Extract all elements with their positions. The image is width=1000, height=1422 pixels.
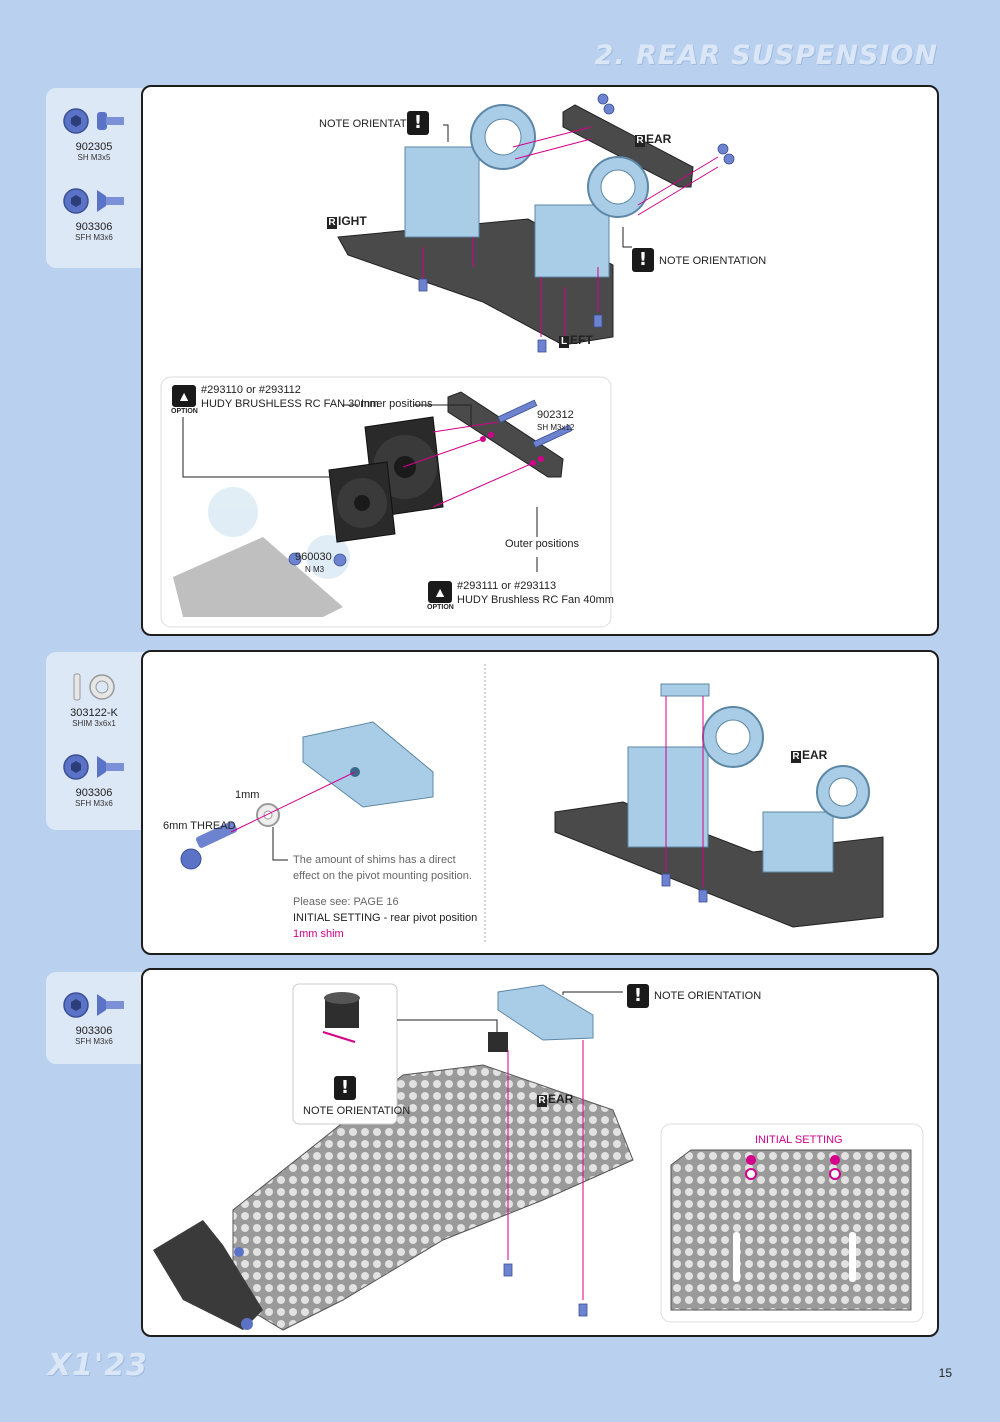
product-logo: X1'23 xyxy=(48,1348,148,1383)
section-title: 2. REAR SUSPENSION xyxy=(594,40,938,71)
flat-head-screw-top-icon xyxy=(63,754,89,780)
part-code: 903306 xyxy=(75,1025,113,1037)
bushing-callout xyxy=(292,983,398,1125)
initial-setting-label: INITIAL SETTING xyxy=(755,1134,843,1146)
shim-1mm-label: 1mm xyxy=(235,789,260,801)
part-303122-K: 303122-K SHIM 3x6x1 xyxy=(46,672,142,728)
initial-setting-label: INITIAL SETTING xyxy=(293,912,381,924)
part-desc: SH M3x5 xyxy=(77,153,111,162)
part-code: 903306 xyxy=(75,787,113,799)
main-chassis-plate xyxy=(232,1064,634,1331)
shim-side-icon xyxy=(73,673,81,701)
flat-head-screw-top-icon xyxy=(63,188,89,214)
socket-head-screw-side-icon xyxy=(97,112,124,130)
part-code: 303122-K xyxy=(70,707,118,719)
flat-head-screw-side-icon xyxy=(97,756,124,778)
motor-mount-left xyxy=(534,156,649,278)
part-code: 902305 xyxy=(75,141,113,153)
option-badge-30mm: ▲ OPTION xyxy=(171,385,198,415)
thread-6mm-label: 6mm THREAD xyxy=(163,820,236,832)
part-desc: SFH M3x6 xyxy=(75,1037,113,1046)
motor-mount-assembled xyxy=(627,706,870,873)
warning-icon: ! xyxy=(627,984,649,1008)
part-903306: 903306 SFH M3x6 xyxy=(46,990,142,1046)
note-orientation-label-1: NOTE ORIENTATION xyxy=(319,118,427,130)
part-desc: SFH M3x6 xyxy=(75,799,113,808)
parts-tab-step2: 303122-K SHIM 3x6x1 903306 SFH M3x6 xyxy=(46,652,156,830)
motor-mount-right xyxy=(404,104,536,238)
flat-head-screw-top-icon xyxy=(63,992,89,1018)
ball-stud xyxy=(180,821,238,870)
flat-head-screw-side-icon xyxy=(97,994,124,1016)
warning-icon: ! xyxy=(407,111,429,135)
rear-brace-plate xyxy=(562,104,694,188)
rear-pivot-block xyxy=(302,721,434,808)
screw-902312-code: 902312 xyxy=(537,409,574,421)
bushing xyxy=(324,992,360,1028)
fan30-codes: #293110 or #293112 xyxy=(201,384,301,396)
flat-head-screw-side-icon xyxy=(97,190,124,212)
part-903306: 903306 SFH M3x6 xyxy=(46,186,142,242)
please-see-label: Please see: PAGE 16 xyxy=(293,896,399,908)
fan-30mm xyxy=(328,461,396,543)
inner-positions-label: Inner positions xyxy=(361,398,433,410)
part-code: 903306 xyxy=(75,221,113,233)
fan30-name: HUDY BRUSHLESS RC FAN 30mm xyxy=(201,398,379,410)
shim-setting-label: 1mm shim xyxy=(293,928,344,940)
fan40-codes: #293111 or #293113 xyxy=(457,580,557,592)
socket-head-screw-top-icon xyxy=(63,108,89,134)
step3-drawing xyxy=(153,983,924,1331)
shim-note-line2: effect on the pivot mounting position. xyxy=(293,870,472,882)
screw-902312-desc: SH M3x12 xyxy=(537,423,575,432)
outer-positions-label: Outer positions xyxy=(505,538,579,550)
parts-tab-step1: 902305 SH M3x5 903306 SFH M3x6 xyxy=(46,88,156,268)
nut-960030-desc: N M3 xyxy=(305,565,325,574)
initial-setting-line: INITIAL SETTING - rear pivot position xyxy=(293,912,478,924)
step1-drawing xyxy=(160,93,735,628)
shim-top-icon xyxy=(89,674,115,700)
nut-960030-code: 960030 xyxy=(295,551,332,563)
step2-drawing xyxy=(180,664,884,944)
warning-icon: ! xyxy=(334,1076,356,1100)
part-desc: SFH M3x6 xyxy=(75,233,113,242)
step2-panel: 1mm 6mm THREAD The amount of shims has a… xyxy=(141,650,939,955)
note-orientation-label-2: NOTE ORIENTATION xyxy=(654,990,762,1002)
note-orientation-label-1: NOTE ORIENTATION xyxy=(303,1105,411,1117)
parts-tab-step3: 903306 SFH M3x6 xyxy=(46,972,156,1064)
part-902305: 902305 SH M3x5 xyxy=(46,106,142,162)
part-903306: 903306 SFH M3x6 xyxy=(46,752,142,808)
thumbs-up-icon: ▲ xyxy=(172,385,196,407)
warning-icon: ! xyxy=(632,248,654,272)
shim-note-line1: The amount of shims has a direct xyxy=(293,854,456,866)
page-number: 15 xyxy=(938,1366,952,1380)
fan40-name: HUDY Brushless RC Fan 40mm xyxy=(457,594,614,606)
note-orientation-label-2: NOTE ORIENTATION xyxy=(659,255,767,267)
option-badge-40mm: ▲ OPTION xyxy=(427,581,454,611)
part-desc: SHIM 3x6x1 xyxy=(72,719,116,728)
thumbs-up-icon: ▲ xyxy=(428,581,452,603)
